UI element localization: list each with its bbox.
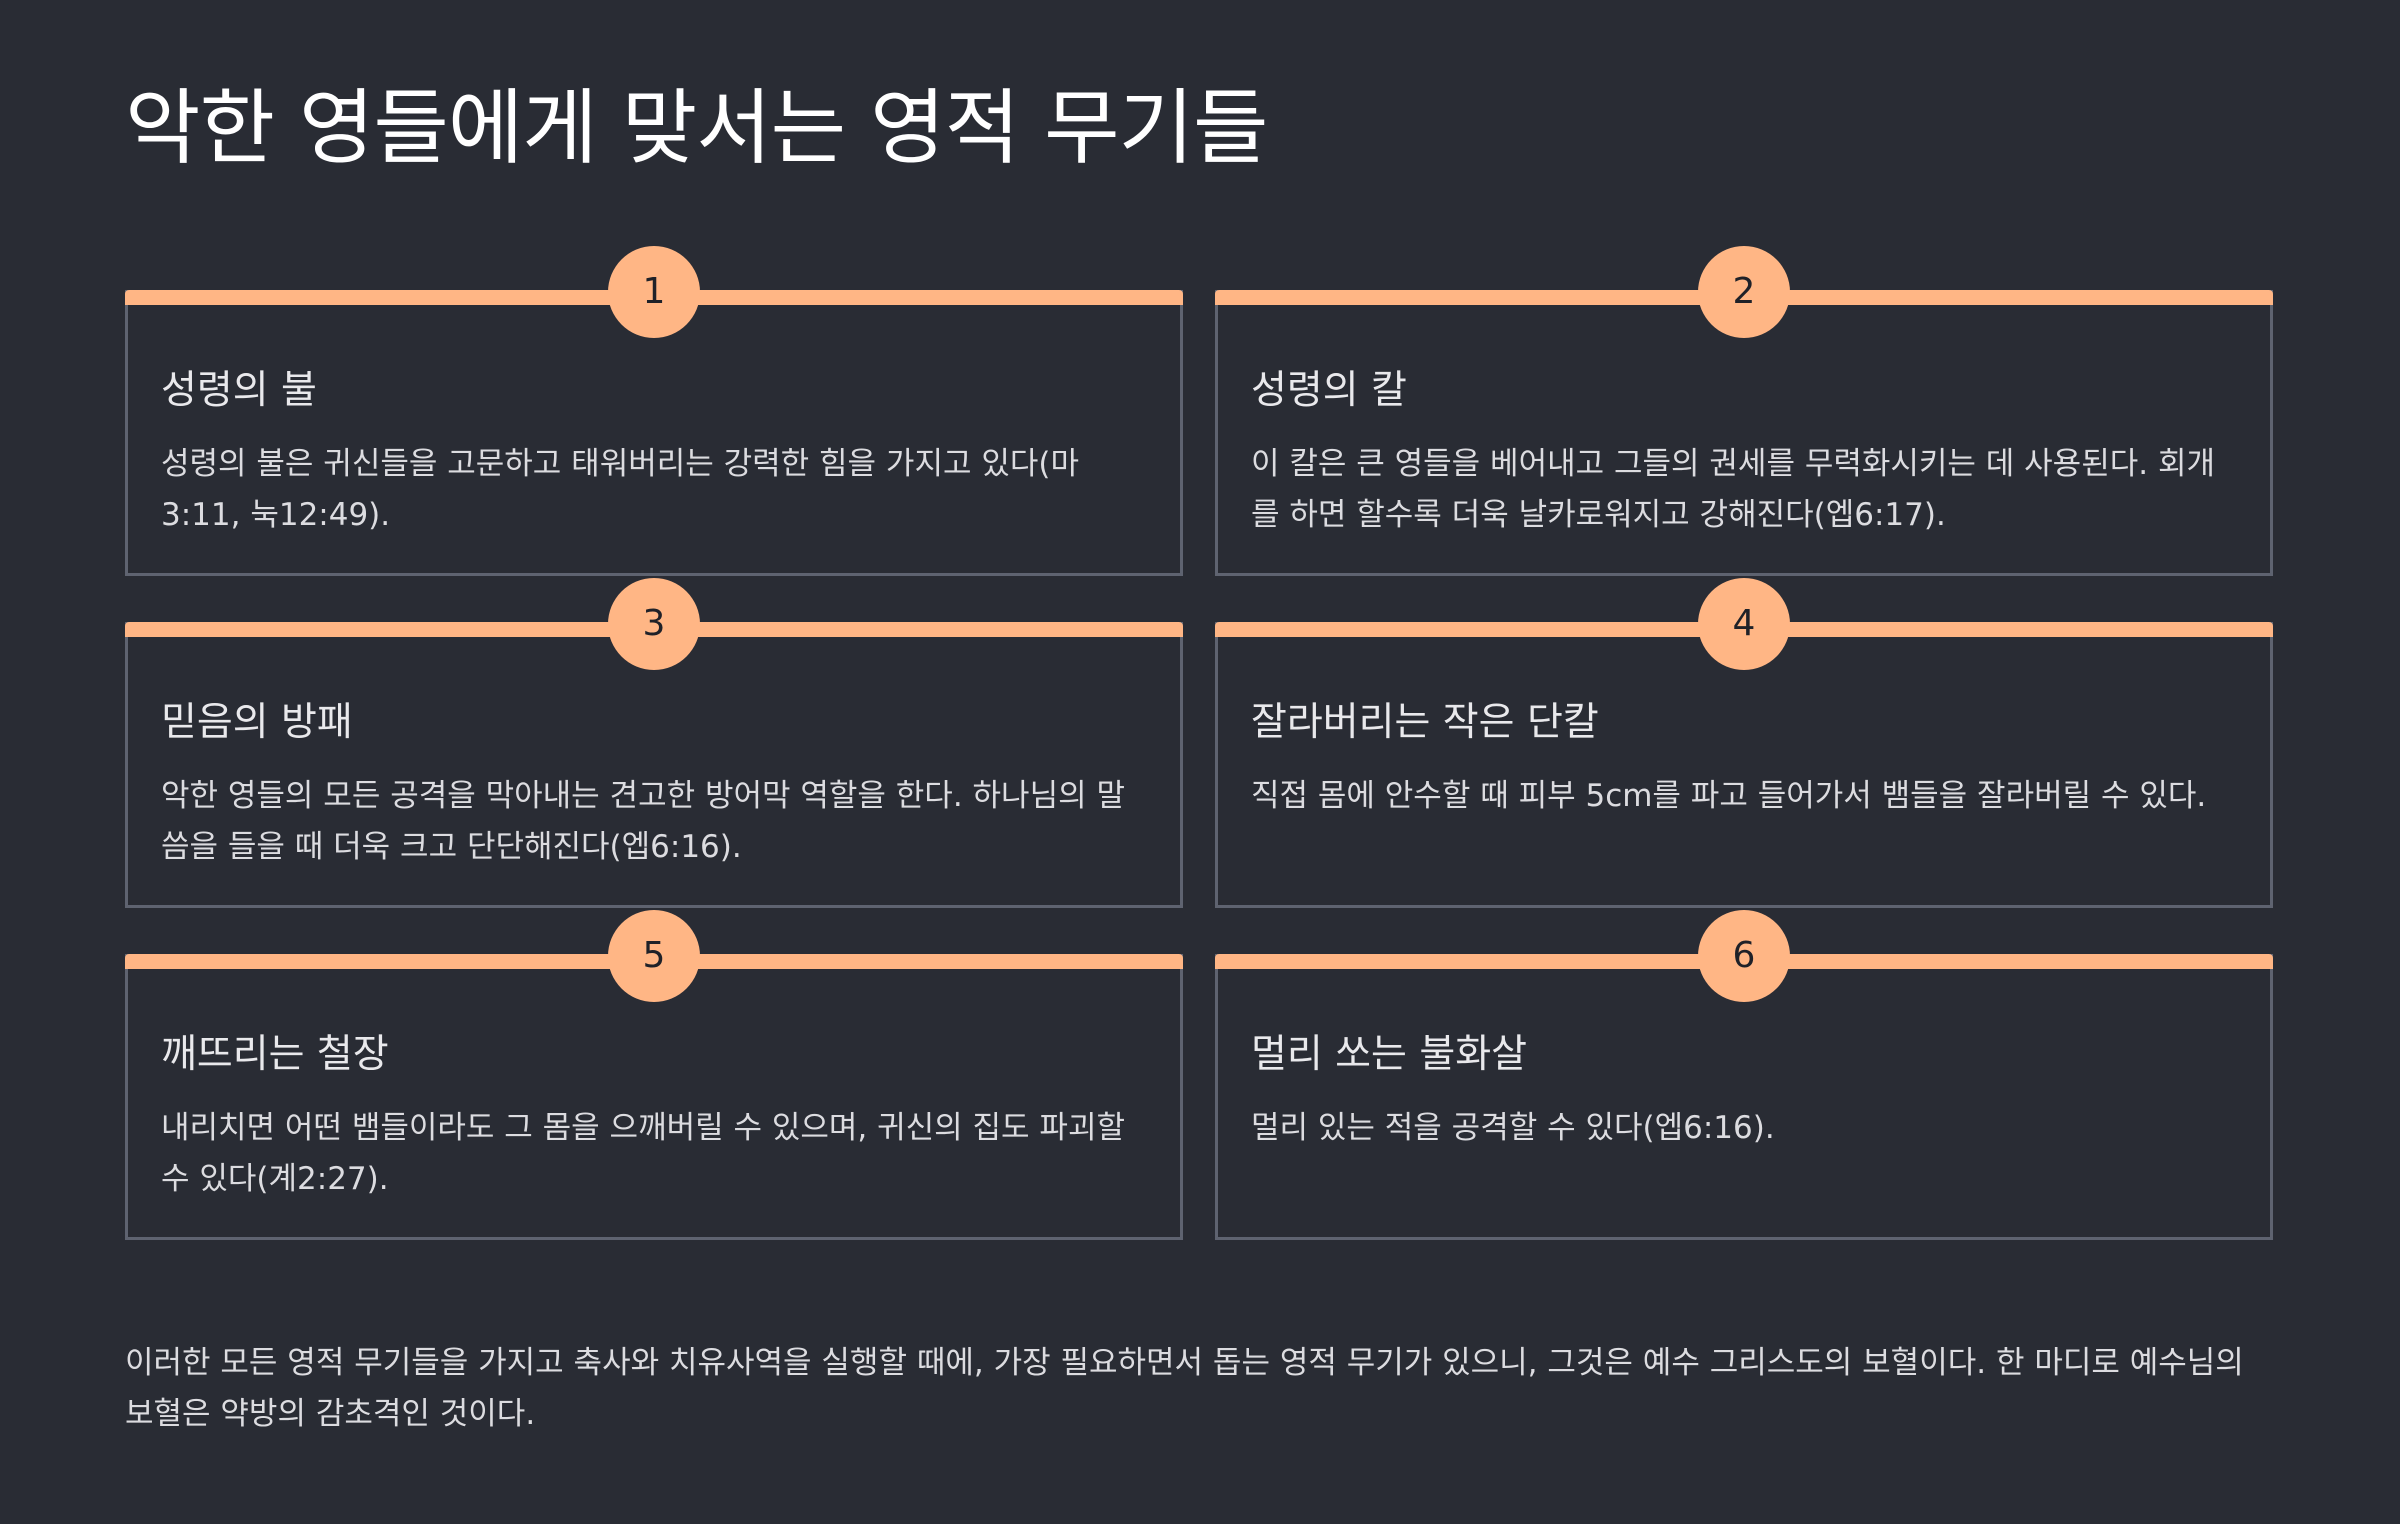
card-description: 직접 몸에 안수할 때 피부 5cm를 파고 들어가서 뱀들을 잘라버릴 수 있… [1251,778,2207,814]
card-title: 성령의 칼 [1251,368,1407,413]
card-number-badge: 1 [608,246,700,338]
page-title: 악한 영들에게 맞서는 영적 무기들 [125,81,1268,176]
card-number-badge: 3 [608,578,700,670]
card-title: 성령의 불 [161,368,317,413]
weapon-card-6: 6 멀리 쏘는 불화살 멀리 있는 적을 공격할 수 있다(엡6:16). [1215,910,2273,1240]
weapon-card-5: 5 깨뜨리는 철장 내리치면 어떤 뱀들이라도 그 몸을 으깨버릴 수 있으며,… [125,910,1183,1240]
weapon-card-2: 2 성령의 칼 이 칼은 큰 영들을 베어내고 그들의 권세를 무력화시키는 데… [1215,246,2273,576]
card-description: 성령의 불은 귀신들을 고문하고 태워버리는 강력한 힘을 가지고 있다(마3:… [161,446,1080,533]
footer-paragraph: 이러한 모든 영적 무기들을 가지고 축사와 치유사역을 실행할 때에, 가장 … [125,1345,2244,1432]
weapon-card-4: 4 잘라버리는 작은 단칼 직접 몸에 안수할 때 피부 5cm를 파고 들어가… [1215,578,2273,908]
weapons-grid: 1 성령의 불 성령의 불은 귀신들을 고문하고 태워버리는 강력한 힘을 가지… [125,246,2273,1240]
card-title: 깨뜨리는 철장 [161,1032,389,1077]
card-title: 멀리 쏘는 불화살 [1251,1032,1527,1077]
card-description: 멀리 있는 적을 공격할 수 있다(엡6:16). [1251,1110,1775,1146]
card-number-badge: 2 [1698,246,1790,338]
weapon-card-3: 3 믿음의 방패 악한 영들의 모든 공격을 막아내는 견고한 방어막 역할을 … [125,578,1183,908]
card-number-badge: 6 [1698,910,1790,1002]
weapon-card-1: 1 성령의 불 성령의 불은 귀신들을 고문하고 태워버리는 강력한 힘을 가지… [125,246,1183,576]
card-number-badge: 5 [608,910,700,1002]
card-description: 악한 영들의 모든 공격을 막아내는 견고한 방어막 역할을 한다. 하나님의 … [161,778,1125,865]
card-description: 이 칼은 큰 영들을 베어내고 그들의 권세를 무력화시키는 데 사용된다. 회… [1251,446,2215,533]
card-title: 잘라버리는 작은 단칼 [1251,700,1599,745]
card-description: 내리치면 어떤 뱀들이라도 그 몸을 으깨버릴 수 있으며, 귀신의 집도 파괴… [161,1110,1125,1197]
card-number-badge: 4 [1698,578,1790,670]
card-title: 믿음의 방패 [161,700,353,745]
